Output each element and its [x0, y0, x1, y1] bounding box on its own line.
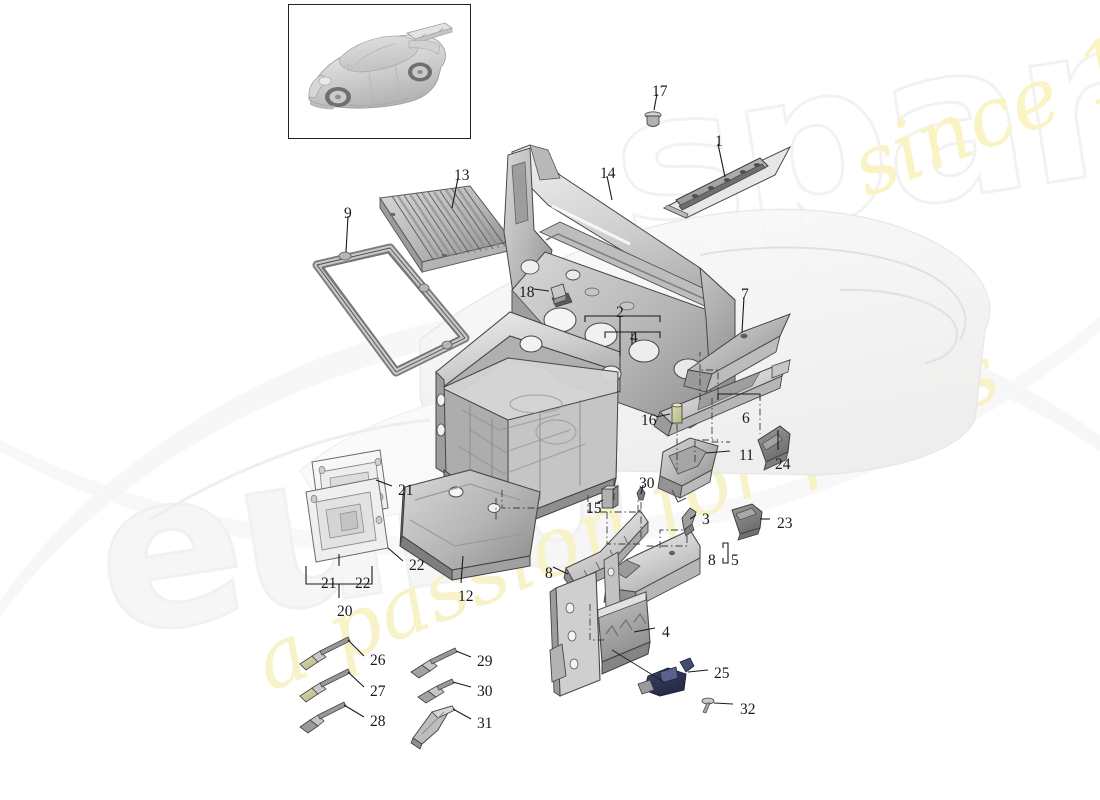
callout-label-sill-reinforcement[interactable]: 8 — [545, 565, 553, 582]
callout-label-cowl-trim-strip[interactable]: 1 — [715, 133, 723, 150]
callout-label-rivet-long-b[interactable]: 27 — [370, 683, 386, 700]
part-18-clip-nut — [550, 283, 567, 305]
callout-label-closing-plate[interactable]: 11 — [739, 447, 754, 464]
callout-label-corrugated-floor-panel[interactable]: 13 — [454, 167, 470, 184]
callout-label-reinforcement-lower[interactable]: 4 — [662, 624, 670, 641]
callout-label-rivet-long-a[interactable]: 26 — [370, 652, 386, 669]
vehicle-thumbnail-frame — [288, 4, 471, 139]
part-17-bolt — [644, 111, 662, 127]
callout-label-bulkhead-cross-panel[interactable]: 14 — [600, 165, 616, 182]
part-28-rivet — [299, 701, 347, 734]
callout-label-spacer-block[interactable]: 15 — [586, 500, 602, 517]
leader-lines — [305, 93, 779, 720]
callout-label-screw[interactable]: 32 — [740, 701, 756, 718]
callout-label-reinforcement-inner[interactable]: 4 — [630, 329, 638, 346]
callout-label-hood-seal-frame[interactable]: 9 — [344, 205, 352, 222]
callout-label-bracket-right[interactable]: 24 — [775, 456, 791, 473]
callout-label-side-member-lower[interactable]: 6 — [742, 410, 750, 427]
callout-label-longitudinal-member[interactable]: 5 — [731, 552, 739, 569]
part-11-closing-plate — [657, 437, 719, 503]
part-24-bracket-right — [757, 425, 791, 471]
part-29-stud — [410, 647, 458, 679]
part-3-mounting-tab — [681, 507, 697, 537]
callout-label-clip-bracket[interactable]: 25 — [714, 665, 730, 682]
callout-label-clip-nut[interactable]: 18 — [519, 284, 535, 301]
part-32-screw — [701, 697, 715, 714]
part-12-underbody-shield — [399, 469, 541, 581]
part-22-wheel-house-inner — [305, 477, 389, 563]
callout-label-side-member-upper[interactable]: 7 — [741, 286, 749, 303]
part-15-spacer-block — [600, 485, 620, 509]
callout-label-wheel-house-inner-ref[interactable]: 22 — [355, 575, 371, 592]
assembly-guide-lines — [495, 352, 761, 641]
vehicle-thumbnail-image — [308, 22, 453, 110]
part-4-reinforcement-lower — [549, 571, 651, 697]
part-25-clip-bracket — [637, 657, 695, 697]
callout-label-wheel-house-outer-ref[interactable]: 21 — [321, 575, 337, 592]
callout-label-wheel-house-outer[interactable]: 21 — [398, 482, 414, 499]
callout-label-stud-medium[interactable]: 29 — [477, 653, 493, 670]
part-30-stud — [417, 678, 455, 704]
callout-label-sealant-nozzle[interactable]: 31 — [477, 715, 493, 732]
part-16-spacer-sleeve — [671, 402, 683, 424]
part-9-seal-frame — [312, 243, 470, 377]
callout-label-front-end-assembly[interactable]: 2 — [616, 304, 624, 321]
callout-label-sill-reinforcement-group[interactable]: 8 — [708, 552, 716, 569]
callout-label-stud-short[interactable]: 30 — [639, 475, 655, 492]
callout-label-rivet-short[interactable]: 28 — [370, 713, 386, 730]
part-23-cover-cap — [731, 503, 763, 541]
part-31-sealant-nozzle — [410, 705, 456, 750]
callout-label-cover-cap[interactable]: 23 — [777, 515, 793, 532]
part-6-side-member-lower — [653, 359, 792, 437]
callout-label-stud-short-b[interactable]: 30 — [477, 683, 493, 700]
callout-label-mounting-tab[interactable]: 3 — [702, 511, 710, 528]
callout-label-underbody-shield[interactable]: 12 — [458, 588, 474, 605]
part-27-rivet — [299, 668, 351, 703]
callout-label-wheel-house-assembly[interactable]: 20 — [337, 603, 353, 620]
callout-label-spacer-sleeve[interactable]: 16 — [641, 412, 657, 429]
part-7-side-member-upper — [683, 313, 791, 393]
part-1-trim-strip — [662, 145, 792, 219]
callout-label-bolt[interactable]: 17 — [652, 83, 668, 100]
part-26-rivet — [299, 636, 351, 671]
callout-label-wheel-house-inner[interactable]: 22 — [409, 557, 425, 574]
part-13-corrugated-panel — [379, 185, 513, 274]
